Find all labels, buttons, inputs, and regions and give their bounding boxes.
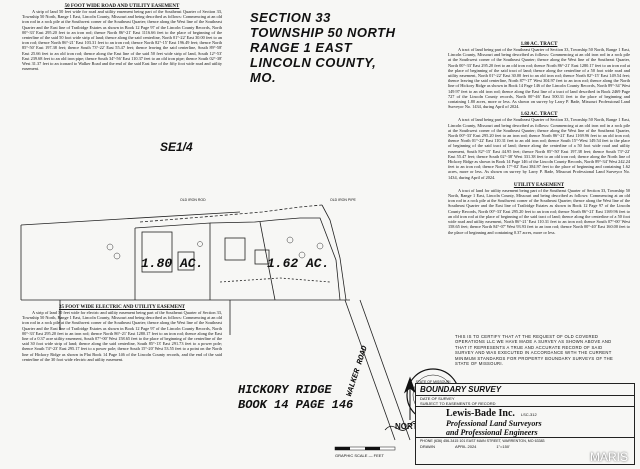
acres-162-label: 1.62 AC. bbox=[267, 256, 330, 271]
north-label: NORTH bbox=[395, 422, 424, 431]
section-heading-line1: SECTION 33 bbox=[250, 10, 331, 25]
left-easement-title: 50 FOOT WIDE ROAD AND UTILITY EASEMENT bbox=[64, 4, 180, 9]
survey-scale: 1"=150' bbox=[496, 444, 510, 449]
bottom-easement-title: 35 FOOT WIDE ELECTRIC AND UTILITY EASEME… bbox=[58, 305, 186, 310]
quarter-line bbox=[20, 211, 241, 226]
company-license: LSC-312 bbox=[520, 412, 537, 417]
certification: THIS IS TO CERTIFY THAT AT THE REQUEST O… bbox=[455, 334, 620, 366]
se-quarter-label: SE1/4 bbox=[160, 140, 193, 154]
graphic-scale-label: GRAPHIC SCALE — FEET bbox=[335, 453, 384, 458]
building-1 bbox=[177, 251, 195, 271]
right-descriptions: 1.80 AC. TRACT A tract of land being par… bbox=[448, 42, 630, 235]
section-heading-line2: TOWNSHIP 50 NORTH bbox=[250, 25, 396, 40]
tree-symbols bbox=[106, 236, 324, 260]
left-easement: 50 FOOT WIDE ROAD AND UTILITY EASEMENT A… bbox=[22, 4, 222, 71]
title-block-sub1: DATE OF SURVEY bbox=[420, 396, 455, 401]
walker-road-east bbox=[359, 299, 411, 441]
bottom-easement-body: A strip of land 30 feet wide for electri… bbox=[22, 310, 222, 362]
tract2-title: 1.62 AC. TRACT bbox=[520, 112, 558, 118]
tract2-body: A tract of land being part of the Southe… bbox=[448, 117, 630, 180]
road-east-line bbox=[321, 204, 347, 301]
bottom-easement: 35 FOOT WIDE ELECTRIC AND UTILITY EASEME… bbox=[22, 305, 222, 362]
building-2 bbox=[224, 237, 246, 261]
maris-watermark: MARIS bbox=[590, 450, 629, 464]
utility-body: A tract of land for utility easement bei… bbox=[448, 187, 630, 235]
graphic-scale bbox=[334, 446, 396, 451]
certification-text: THIS IS TO CERTIFY THAT AT THE REQUEST O… bbox=[455, 334, 614, 367]
drawn-label: DRAWN bbox=[420, 444, 435, 449]
plat-lines bbox=[20, 204, 411, 441]
left-easement-body: A strip of land 50 feet wide for road an… bbox=[22, 9, 222, 72]
tract-162-boundary bbox=[209, 217, 341, 301]
title-block-company-row: Lewis-Bade Inc. LSC-312 bbox=[416, 407, 634, 419]
seal-line1: STATE OF MISSOURI bbox=[415, 380, 451, 384]
company-phone: PHONE (636) 456-3415 101 EAST MAIN STREE… bbox=[416, 437, 634, 444]
utility-title: UTILITY EASEMENT bbox=[513, 182, 565, 188]
survey-date: APRIL 2024 bbox=[454, 444, 477, 449]
company-line2: and Professional Engineers bbox=[446, 428, 538, 437]
iron-pipe-label: OLD IRON PIPE bbox=[330, 198, 356, 202]
walker-road-west bbox=[344, 299, 396, 441]
title-block-heading: BOUNDARY SURVEY bbox=[416, 384, 634, 396]
title-block-sub2: SUBJECT TO EASEMENTS OF RECORD bbox=[416, 401, 634, 407]
section-heading: SECTION 33 TOWNSHIP 50 NORTH RANGE 1 EAS… bbox=[250, 10, 400, 85]
hickory-ridge-line1: HICKORY RIDGE bbox=[238, 383, 332, 397]
hickory-ridge-line2: BOOK 14 PAGE 146 bbox=[238, 398, 354, 412]
title-block-footer: DRAWN APRIL 2024 1"=150' bbox=[416, 444, 634, 449]
electric-easement-centerline bbox=[219, 277, 331, 283]
section-heading-line4: LINCOLN COUNTY, MO. bbox=[250, 55, 377, 85]
tract1-title: 1.80 AC. TRACT bbox=[520, 42, 558, 47]
section-heading-line3: RANGE 1 EAST bbox=[250, 40, 353, 55]
title-block: BOUNDARY SURVEY DATE OF SURVEY SUBJECT T… bbox=[415, 383, 635, 465]
road-easement-centerline bbox=[139, 204, 323, 223]
company-name: Lewis-Bade Inc. bbox=[446, 408, 515, 419]
tract1-body: A tract of land being part of the Southe… bbox=[448, 47, 630, 110]
utility-easement bbox=[141, 231, 173, 273]
acres-180-label: 1.80 AC. bbox=[141, 256, 204, 271]
company-line1: Professional Land Surveyors bbox=[446, 419, 542, 428]
building-3 bbox=[254, 249, 270, 265]
iron-rod-label: OLD IRON ROD bbox=[180, 198, 206, 202]
tract-162-west-line bbox=[259, 221, 276, 301]
